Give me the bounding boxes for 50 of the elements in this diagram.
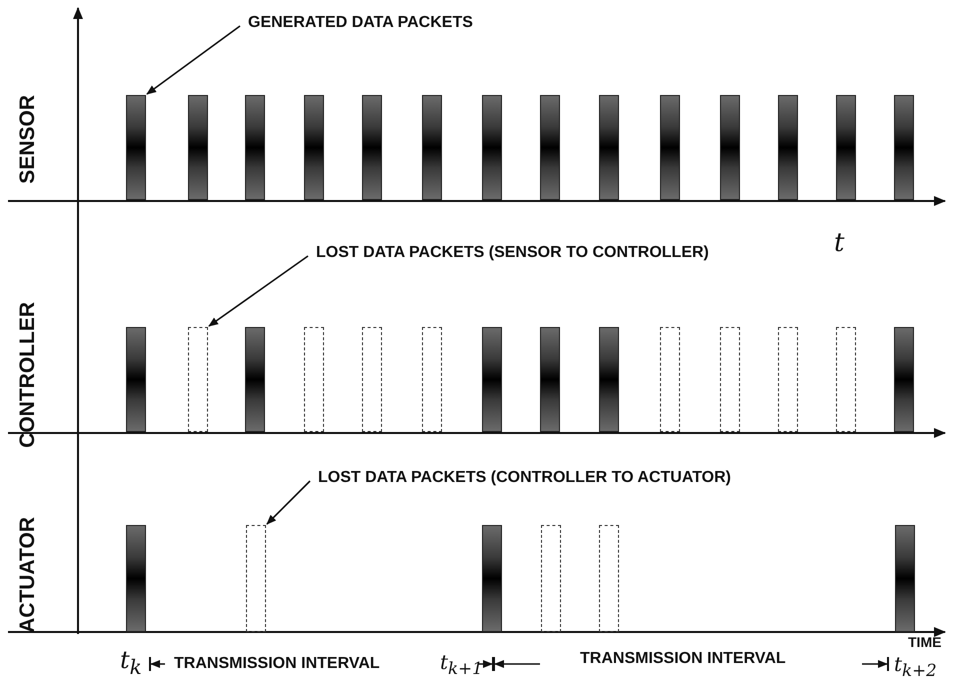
time-symbol: t [834,228,844,258]
data-packet-bar [126,95,146,200]
data-packet-bar [422,95,442,200]
lost-packet-outline [188,327,208,432]
time-instant-label: t$_{k+1}$ [440,650,483,678]
lost-packet-outline [422,327,442,432]
data-packet-bar [482,525,502,632]
data-packet-bar [894,95,914,200]
leader-arrow [266,480,311,525]
time-instant-label: t$_{k}$ [120,646,142,679]
callout-text: LOST DATA PACKETS (SENSOR TO CONTROLLER) [316,244,709,262]
interval-label: TRANSMISSION INTERVAL [580,650,786,668]
data-packet-bar [540,327,560,432]
lost-packet-outline [246,525,266,632]
data-packet-bar [482,95,502,200]
data-packet-bar [599,95,619,200]
lost-packet-outline [304,327,324,432]
lost-packet-outline [362,327,382,432]
lost-packet-outline [720,327,740,432]
data-packet-bar [245,327,265,432]
lost-packet-outline [599,525,619,632]
lost-packet-outline [836,327,856,432]
callout-text: LOST DATA PACKETS (CONTROLLER TO ACTUATOR) [318,469,732,487]
leader-arrow [146,25,240,95]
data-packet-bar [362,95,382,200]
callout-text: GENERATED DATA PACKETS [248,14,473,32]
row-label: ACTUATOR [16,517,40,633]
row-label: SENSOR [16,95,40,184]
data-packet-bar [599,327,619,432]
lost-packet-outline [541,525,561,632]
data-packet-bar [188,95,208,200]
data-packet-bar [540,95,560,200]
data-packet-bar [720,95,740,200]
interval-label: TRANSMISSION INTERVAL [174,655,380,673]
data-packet-bar [836,95,856,200]
data-packet-bar [126,327,146,432]
leader-arrow [208,255,308,327]
data-packet-bar [660,95,680,200]
time-instant-label: t$_{k+2}$ [894,652,937,680]
data-packet-bar [245,95,265,200]
axis-label: TIME [908,634,942,650]
data-packet-bar [894,327,914,432]
data-packet-bar [126,525,146,632]
data-packet-bar [778,95,798,200]
lost-packet-outline [660,327,680,432]
data-packet-bar [482,327,502,432]
data-packet-bar [895,525,915,632]
data-packet-bar [304,95,324,200]
row-label: CONTROLLER [16,302,40,448]
lost-packet-outline [778,327,798,432]
